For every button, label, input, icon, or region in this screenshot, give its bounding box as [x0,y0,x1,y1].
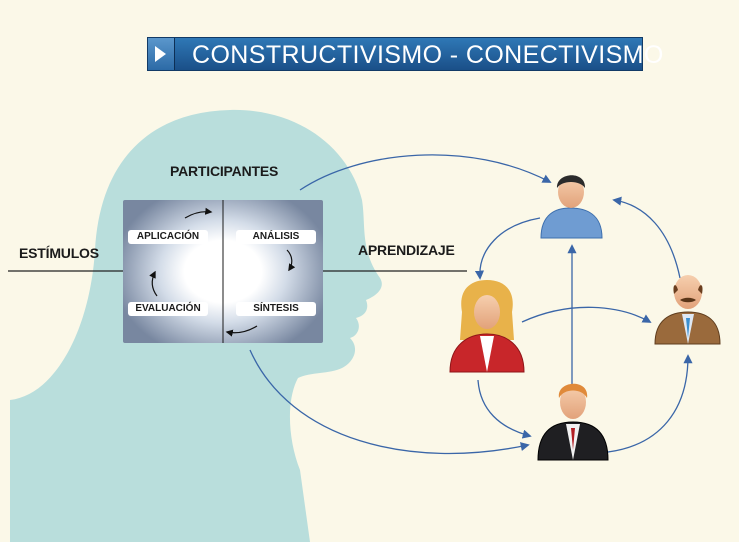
cycle-step-evaluacion: EVALUACIÓN [128,302,208,316]
learning-cycle-box: APLICACIÓN ANÁLISIS EVALUACIÓN SÍNTESIS [123,200,323,343]
cycle-step-analisis: ANÁLISIS [236,230,316,244]
person-man-brown-suit-icon [654,275,721,345]
cycle-arrows [149,200,296,343]
person-woman-red-icon [449,280,525,373]
cycle-step-sintesis: SÍNTESIS [236,302,316,316]
connection-arrows [249,154,693,455]
person-man-black-suit-icon [537,383,609,461]
cycle-step-aplicacion: APLICACIÓN [128,230,208,244]
label-aprendizaje: APRENDIZAJE [358,242,455,258]
person-blue-shirt-icon [540,175,603,239]
banner-arrow-icon [148,38,175,70]
label-estimulos: ESTÍMULOS [19,245,99,261]
page-title: CONSTRUCTIVISMO - CONECTIVISMO [192,41,664,69]
title-banner: CONSTRUCTIVISMO - CONECTIVISMO [147,37,664,71]
label-participantes: PARTICIPANTES [170,163,279,179]
